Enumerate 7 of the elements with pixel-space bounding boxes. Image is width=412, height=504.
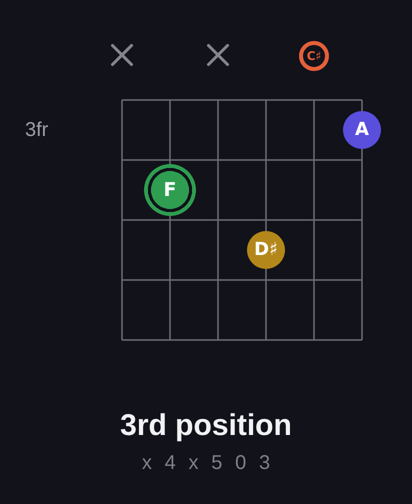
fret-number-label: 3fr [25, 119, 48, 141]
note-dot: A [343, 111, 381, 149]
note-dot: D♯ [247, 231, 285, 269]
fingering-caption: x 4 x 5 0 3 [140, 452, 274, 474]
root-note-dot: F [144, 164, 196, 216]
chord-title: 3rd position [120, 409, 292, 443]
open-string-note-ring: C♯ [299, 41, 329, 71]
